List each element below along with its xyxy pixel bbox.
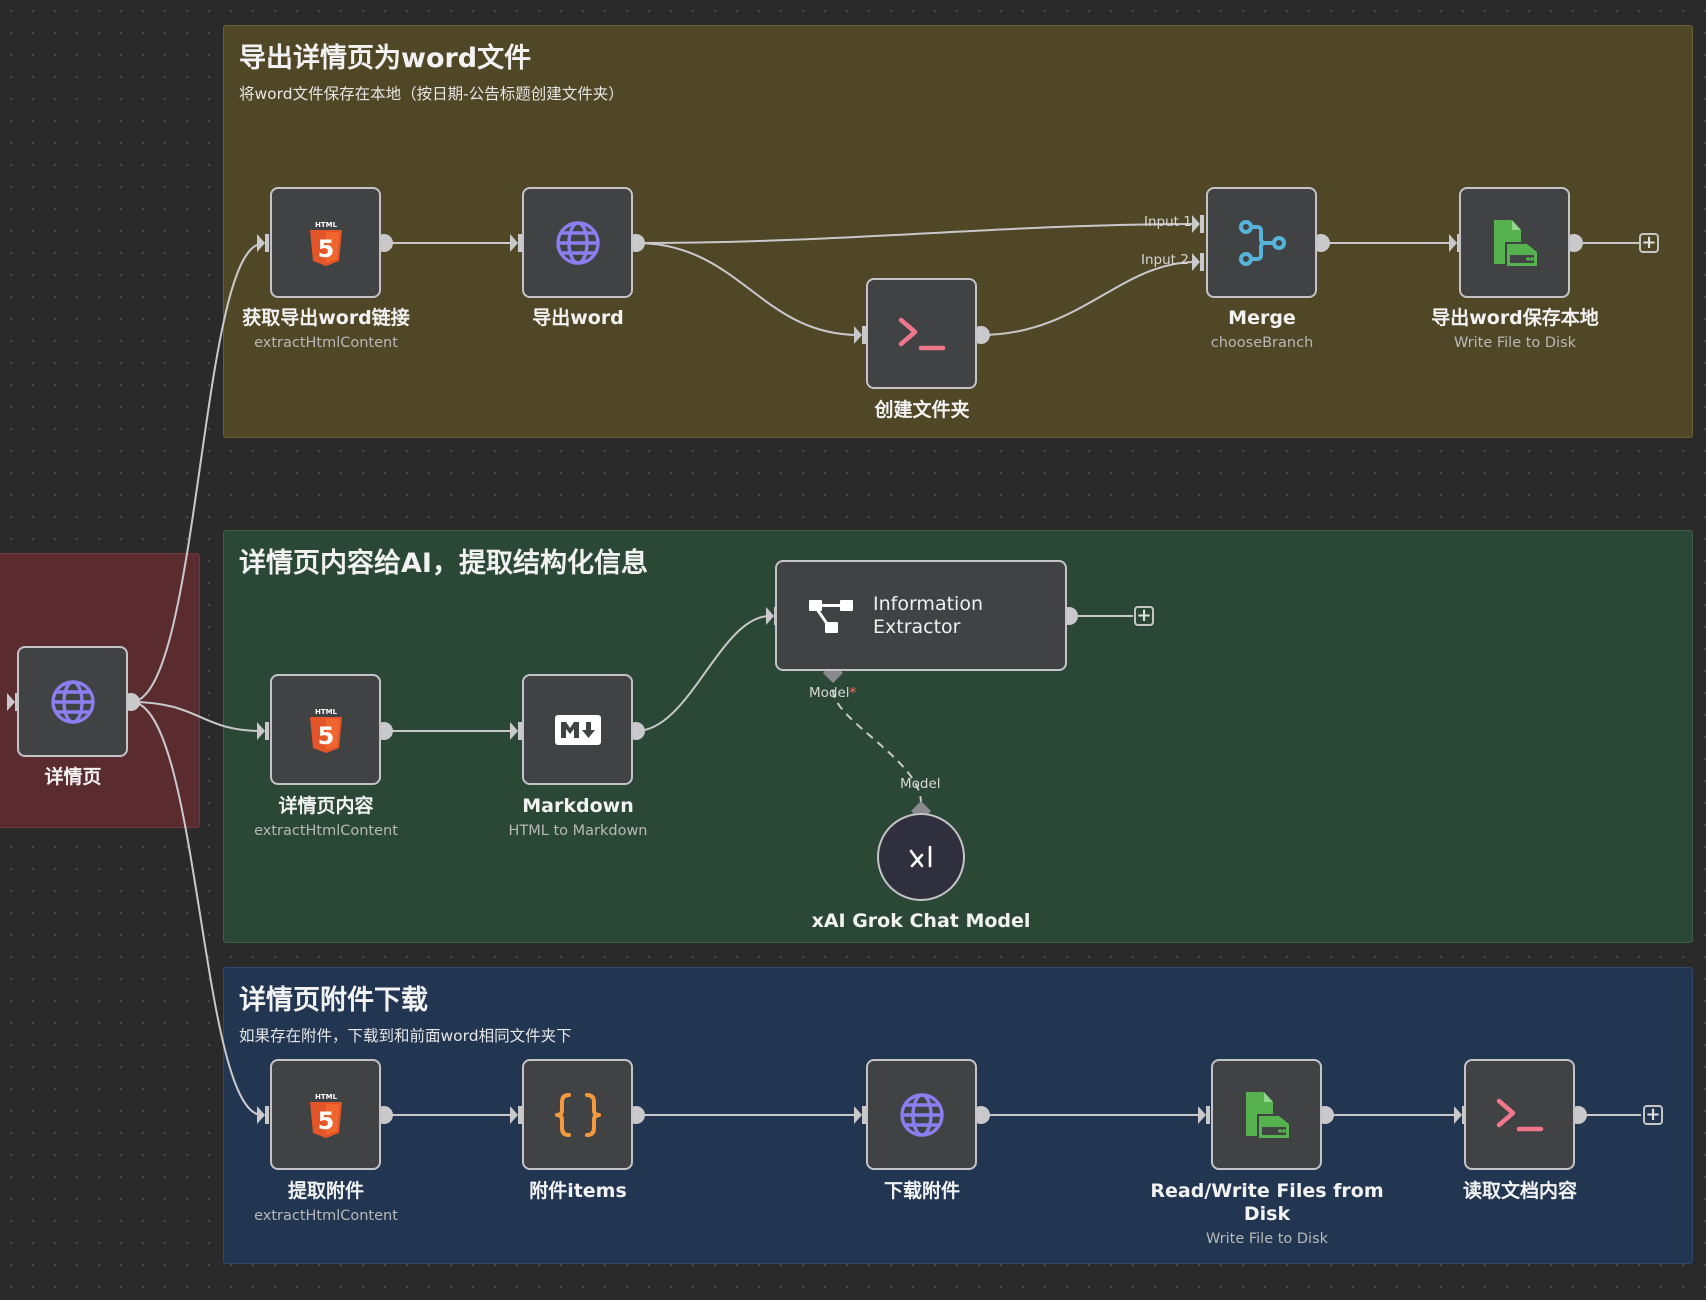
node-create-folder[interactable] [866,278,977,389]
svg-text:HTML: HTML [314,221,337,229]
node-extract-attachment[interactable]: HTML 5 [270,1059,381,1170]
node-label: 下载附件 [883,1180,961,1202]
add-node-button[interactable]: + [1134,606,1154,626]
edge-detail-to-export-link [130,243,263,703]
node-detail-content[interactable]: HTML 5 [270,674,381,785]
merge-input-2-label: Input 2 [1141,252,1189,268]
node-subtitle: chooseBranch [1210,335,1314,351]
node-label: Merge [1228,307,1296,329]
html5-icon: HTML 5 [308,706,344,754]
merge-input-1-label: Input 1 [1144,214,1192,230]
node-xai-grok-chat-model[interactable] [877,813,965,901]
node-label: xAI Grok Chat Model [811,910,1031,932]
edge-markdown-to-extractor [635,615,771,732]
node-label: 创建文件夹 [874,399,970,421]
globe-icon [49,678,97,726]
html5-icon: HTML 5 [308,1091,344,1139]
edge-model-link [832,689,922,803]
xai-icon [908,844,934,870]
group-subtitle: 如果存在附件，下载到和前面word相同文件夹下 [239,1027,572,1045]
node-label: Read/Write Files from Disk [1150,1180,1384,1225]
node-label: 详情页 [44,766,102,788]
globe-icon [898,1091,946,1139]
globe-icon [554,219,602,267]
node-label: 附件items [529,1180,627,1202]
edge-export-word-to-merge-1 [635,223,1198,244]
markdown-icon [554,714,601,745]
extractor-icon [807,596,855,636]
terminal-icon [897,314,947,354]
edge-folder-to-merge-2 [980,261,1197,336]
node-label: Information Extractor [873,592,983,638]
edge-detail-to-content [130,701,263,732]
node-attachment-items[interactable] [522,1059,633,1170]
node-subtitle: extractHtmlContent [254,1208,398,1224]
node-information-extractor[interactable]: Information Extractor [775,560,1067,671]
edge-export-word-to-folder [635,242,860,336]
edge-detail-to-extract-attach [130,701,263,1116]
terminal-icon [1495,1095,1545,1135]
node-subtitle: extractHtmlContent [254,335,398,351]
node-subtitle: Write File to Disk [1205,1231,1329,1247]
code-braces-icon [554,1091,602,1139]
svg-text:5: 5 [317,722,334,750]
node-label: 读取文档内容 [1462,1180,1578,1202]
svg-text:5: 5 [317,1107,334,1135]
svg-text:5: 5 [317,235,334,263]
extractor-model-port-label: Model* [809,685,857,701]
svg-text:HTML: HTML [314,708,337,716]
node-read-write-files[interactable] [1211,1059,1322,1170]
add-node-button[interactable]: + [1639,233,1659,253]
node-markdown[interactable] [522,674,633,785]
node-save-word[interactable] [1459,187,1570,298]
node-get-export-link[interactable]: HTML 5 [270,187,381,298]
html5-icon: HTML 5 [308,219,344,267]
file-save-icon [1491,218,1539,268]
grok-model-port-label: Model [900,776,941,792]
node-merge[interactable] [1206,187,1317,298]
node-export-word[interactable] [522,187,633,298]
node-label: 获取导出word链接 [242,307,410,329]
node-download-attachment[interactable] [866,1059,977,1170]
file-save-icon [1243,1090,1291,1140]
merge-icon [1237,219,1287,267]
group-title: 导出详情页为word文件 [239,43,532,74]
node-label: 提取附件 [287,1180,365,1202]
node-subtitle: HTML to Markdown [508,823,648,839]
node-detail-page[interactable] [17,646,128,757]
node-subtitle: extractHtmlContent [254,823,398,839]
node-label: Markdown [522,795,634,817]
node-label: 导出word [532,307,624,329]
group-title: 详情页附件下载 [239,985,428,1016]
group-subtitle: 将word文件保存在本地（按日期-公告标题创建文件夹） [239,85,624,103]
node-label: 详情页内容 [278,795,374,817]
node-label: 导出word保存本地 [1431,307,1599,329]
svg-text:HTML: HTML [314,1093,337,1101]
node-read-document[interactable] [1464,1059,1575,1170]
group-title: 详情页内容给AI，提取结构化信息 [239,548,648,579]
add-node-button[interactable]: + [1643,1105,1663,1125]
node-subtitle: Write File to Disk [1453,335,1577,351]
